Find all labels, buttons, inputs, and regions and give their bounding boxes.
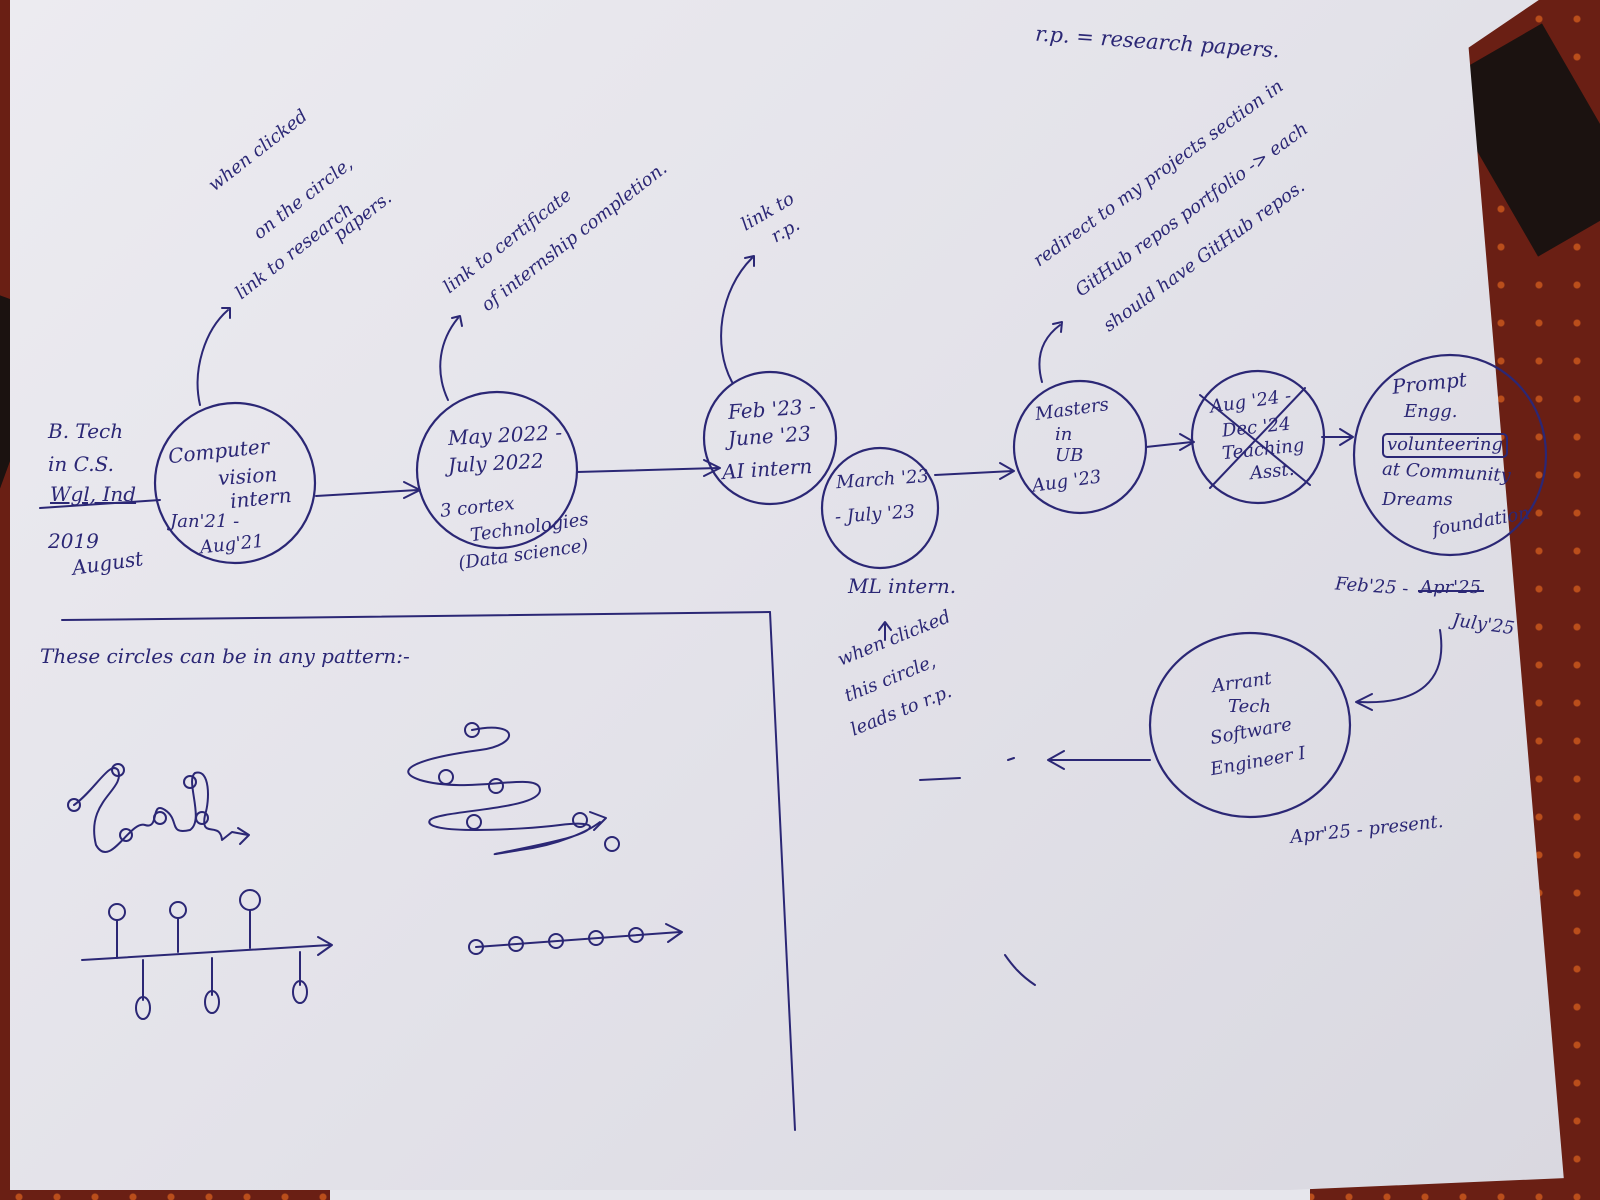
node6-line2: Engg. bbox=[1404, 401, 1458, 422]
start-line4: 2019 bbox=[48, 529, 99, 553]
node6-date-crossed: Apr'25 bbox=[1420, 577, 1481, 598]
node0-line4: Jan'21 - bbox=[170, 511, 240, 532]
node-circle-arrant[interactable] bbox=[1148, 631, 1352, 819]
paper-sheet bbox=[10, 0, 1564, 1190]
date-strikethrough bbox=[1418, 590, 1484, 592]
node-circle-prompt[interactable] bbox=[1352, 353, 1548, 557]
node7-line2: Tech bbox=[1228, 696, 1271, 717]
node6-line5: Dreams bbox=[1382, 489, 1453, 510]
node-circle-cv[interactable] bbox=[153, 401, 317, 565]
patterns-note: These circles can be in any pattern:- bbox=[40, 644, 410, 668]
start-line2: in C.S. bbox=[48, 452, 114, 476]
start-line3: Wgl, Ind bbox=[50, 482, 137, 506]
node-circle-ai[interactable] bbox=[702, 370, 838, 506]
node6-line3: volunteering bbox=[1382, 433, 1508, 458]
node4-line2: in bbox=[1055, 424, 1073, 445]
node-circle-ml[interactable] bbox=[820, 446, 940, 570]
node-circle-3cortex[interactable] bbox=[415, 390, 579, 550]
node3-below: ML intern. bbox=[848, 574, 957, 598]
start-line1: B. Tech bbox=[48, 419, 124, 443]
node4-line3: UB bbox=[1055, 445, 1084, 466]
